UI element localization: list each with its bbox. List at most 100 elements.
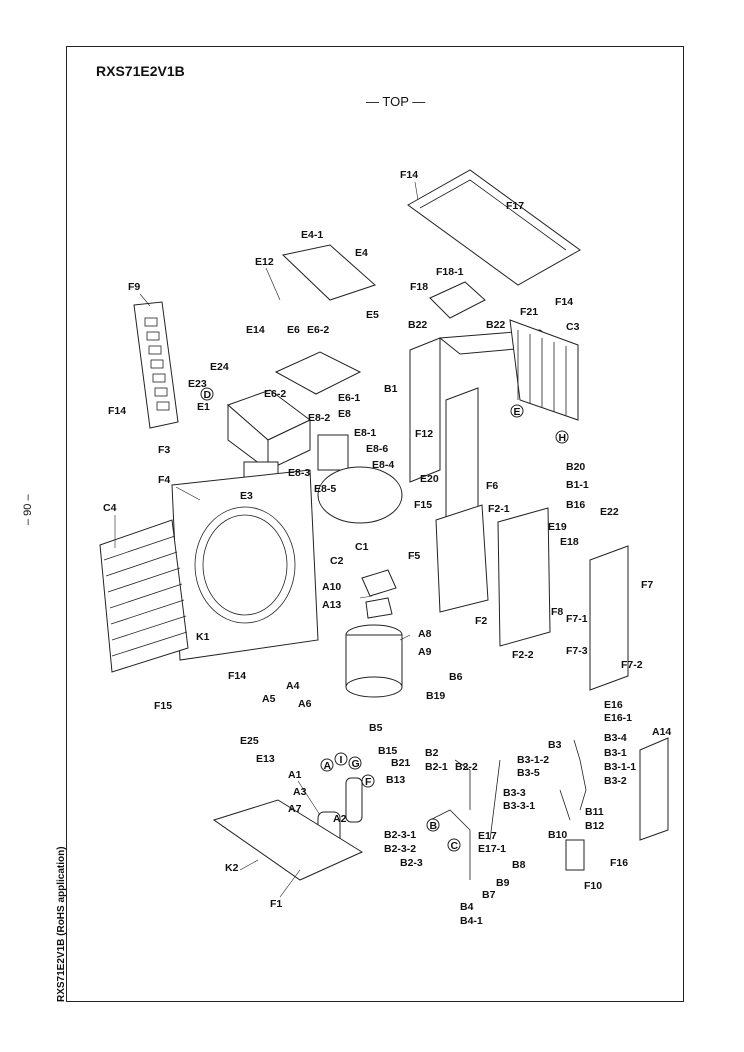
- label-e8-1: E8-1: [354, 427, 376, 439]
- label-a4: A4: [286, 680, 300, 692]
- top-panel-f17: [407, 169, 581, 286]
- label-e19: E19: [548, 521, 567, 533]
- accumulator-b5: [345, 777, 363, 823]
- label-b2-3: B2-3: [400, 857, 423, 869]
- partition-f2: [497, 507, 551, 647]
- label-f18: F18: [410, 281, 428, 293]
- label-f9: F9: [128, 281, 140, 293]
- marker-e-circle: [510, 404, 524, 418]
- label-e13: E13: [256, 753, 275, 765]
- label-e8-6: E8-6: [366, 443, 388, 455]
- bracket-f10: [565, 839, 585, 871]
- label-b3-3-1: B3-3-1: [503, 800, 535, 812]
- heat-exchanger-b1: [409, 337, 441, 483]
- label-f1: F1: [270, 898, 282, 910]
- label-a10: A10: [322, 581, 341, 593]
- label-f16: F16: [610, 857, 628, 869]
- marker-f: F: [365, 776, 372, 788]
- label-f5: F5: [408, 550, 420, 562]
- label-f4: F4: [158, 474, 170, 486]
- label-a14: A14: [652, 726, 671, 738]
- label-b5: B5: [369, 722, 383, 734]
- label-b22b: B22: [486, 319, 505, 331]
- label-k2: K2: [225, 862, 239, 874]
- marker-d: D: [204, 389, 212, 401]
- label-e17: E17: [478, 830, 497, 842]
- label-e24: E24: [210, 361, 229, 373]
- plate-e6: [274, 351, 362, 395]
- label-f18-1: F18-1: [436, 266, 464, 278]
- label-b8: B8: [512, 859, 526, 871]
- fan-grille-c4: [99, 519, 189, 673]
- label-f2: F2: [475, 615, 487, 627]
- label-b9: B9: [496, 877, 510, 889]
- label-e17-1: E17-1: [478, 843, 506, 855]
- label-a5: A5: [262, 693, 276, 705]
- label-b3-5: B3-5: [517, 767, 540, 779]
- label-a8: A8: [418, 628, 432, 640]
- marker-c: C: [451, 840, 459, 852]
- label-b3-4: B3-4: [604, 732, 627, 744]
- label-k1: K1: [196, 631, 210, 643]
- marker-i: I: [340, 754, 343, 766]
- label-f7-1: F7-1: [566, 613, 588, 625]
- label-b3-1-1: B3-1-1: [604, 761, 636, 773]
- label-b10: B10: [548, 829, 567, 841]
- marker-b: B: [430, 820, 438, 832]
- view-label: — TOP —: [366, 94, 426, 109]
- label-c3: C3: [566, 321, 580, 333]
- label-f10: F10: [584, 880, 602, 892]
- label-e4-1: E4-1: [301, 229, 323, 241]
- label-e6: E6: [287, 324, 300, 336]
- label-e22: E22: [600, 506, 619, 518]
- cover-e4: [281, 244, 376, 301]
- label-e8-4: E8-4: [372, 459, 394, 471]
- label-f14a: F14: [400, 169, 418, 181]
- label-c2: C2: [330, 555, 344, 567]
- label-b19: B19: [426, 690, 445, 702]
- cover-a14: [639, 737, 669, 841]
- label-e16: E16: [604, 699, 623, 711]
- label-f6: F6: [486, 480, 498, 492]
- label-a7: A7: [288, 803, 302, 815]
- label-f17: F17: [506, 200, 524, 212]
- label-a9: A9: [418, 646, 432, 658]
- label-f2-1: F2-1: [488, 503, 510, 515]
- label-f15a: F15: [414, 499, 432, 511]
- marker-g: G: [352, 758, 360, 770]
- label-e6-2b: E6-2: [264, 388, 286, 400]
- label-e3: E3: [240, 490, 253, 502]
- partition-f6: [445, 387, 479, 523]
- label-b4: B4: [460, 901, 474, 913]
- label-e6-1: E6-1: [338, 392, 360, 404]
- label-f14c: F14: [108, 405, 126, 417]
- plate-f18: [429, 281, 486, 319]
- label-f7-3: F7-3: [566, 645, 588, 657]
- side-panel-f7: [589, 545, 629, 691]
- label-b13: B13: [386, 774, 405, 786]
- label-f14b: F14: [555, 296, 573, 308]
- marker-a-circle: [320, 758, 334, 772]
- label-a13: A13: [322, 599, 341, 611]
- marker-f-circle: [361, 774, 375, 788]
- label-f7-2: F7-2: [621, 659, 643, 671]
- label-f7: F7: [641, 579, 653, 591]
- label-e8: E8: [338, 408, 351, 420]
- label-f12: F12: [415, 428, 433, 440]
- label-b2-3-2: B2-3-2: [384, 843, 416, 855]
- partition-f5: [435, 504, 489, 613]
- label-b22a: B22: [408, 319, 427, 331]
- label-f8: F8: [551, 606, 563, 618]
- label-e5: E5: [366, 309, 379, 321]
- label-b4-1: B4-1: [460, 915, 483, 927]
- label-b20: B20: [566, 461, 585, 473]
- label-e16-1: E16-1: [604, 712, 632, 724]
- bottom-frame-f1: [212, 799, 364, 881]
- label-e6-2a: E6-2: [307, 324, 329, 336]
- label-e18: E18: [560, 536, 579, 548]
- label-b2-2: B2-2: [455, 761, 478, 773]
- label-b16: B16: [566, 499, 585, 511]
- marker-i-circle: [334, 752, 348, 766]
- label-b3-1-2: B3-1-2: [517, 754, 549, 766]
- label-f21: F21: [520, 306, 538, 318]
